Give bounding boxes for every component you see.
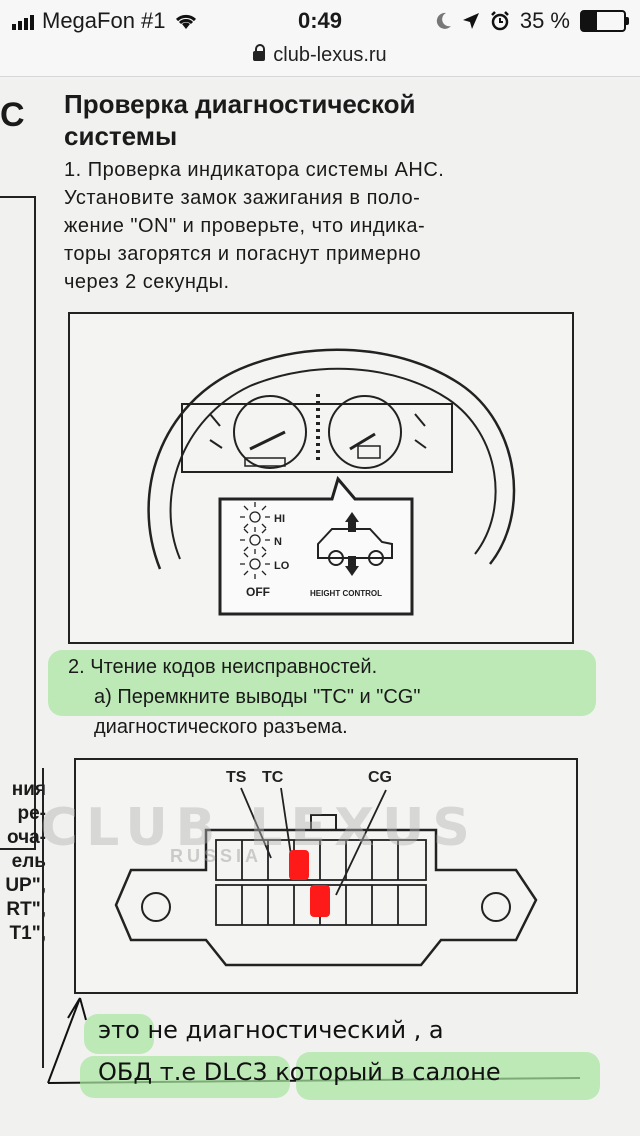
annotation-line: это не диагностический , а xyxy=(98,1016,444,1044)
left-fragment-line: RT", xyxy=(6,899,46,920)
clock: 0:49 xyxy=(297,8,343,33)
height-control-label: HEIGHT CONTROL xyxy=(310,589,382,598)
off-label: OFF xyxy=(246,585,270,599)
left-fragment-line: UP", xyxy=(5,875,46,896)
heading-line: системы xyxy=(64,121,178,151)
step2-line: а) Перемкните выводы "TC" и "CG" xyxy=(94,686,421,708)
carrier-name: MegaFon #1 xyxy=(42,8,166,33)
cg-label: CG xyxy=(368,769,392,786)
left-cropped-box xyxy=(0,196,36,850)
marker-highlight xyxy=(84,1014,154,1054)
dashboard-illustration: HI N LO OFF HEIGHT CONTROL xyxy=(147,348,516,616)
n-label: N xyxy=(274,536,282,548)
signal-icon xyxy=(12,12,34,30)
tc-label: TC xyxy=(262,769,284,786)
left-border-line xyxy=(42,768,44,1068)
annotation-line: ОБД т.е DLC3 который в салоне xyxy=(98,1058,501,1086)
step2-line: 2. Чтение кодов неисправностей. xyxy=(68,656,378,678)
marker-highlight xyxy=(80,1056,290,1098)
paragraph-line: жение "ON" и проверьте, что индика- xyxy=(64,215,426,237)
heading-line: Проверка диагностической xyxy=(64,89,416,119)
connector-figure: TS TC CG xyxy=(74,758,578,994)
dashboard-figure: HI N LO OFF HEIGHT CONTROL xyxy=(68,312,574,644)
ts-label: TS xyxy=(226,769,247,786)
battery-percent: 35 % xyxy=(519,8,570,33)
paragraph-line: через 2 секунды. xyxy=(64,271,230,293)
battery-fill xyxy=(582,12,597,30)
edge-letter: C xyxy=(0,96,25,134)
left-fragment-line: ель xyxy=(11,851,46,872)
wifi-icon xyxy=(175,14,196,29)
step2-text: 2. Чтение кодов неисправностей. а) Перем… xyxy=(68,652,588,742)
url-text: club-lexus.ru xyxy=(273,44,387,66)
section-heading: Проверка диагностической системы xyxy=(64,88,604,152)
marker-highlight xyxy=(48,650,596,716)
watermark-sub: RUSSIA xyxy=(170,846,263,866)
tc-pin-marker xyxy=(289,850,309,880)
location-arrow-icon xyxy=(462,13,479,29)
address-bar[interactable]: club-lexus.ru xyxy=(0,40,640,77)
step1-paragraph: 1. Проверка индикатора системы AHC. Уста… xyxy=(64,156,584,296)
alarm-icon xyxy=(490,11,509,31)
connector-illustration: TS TC CG xyxy=(114,769,538,967)
left-fragment-line: T1", xyxy=(9,923,46,944)
left-cropped-text: ния ре- оча- ель UP", RT", T1", xyxy=(0,778,46,946)
left-fragment-line: ния xyxy=(11,779,46,800)
annotation-arrow xyxy=(47,997,581,1084)
hi-label: HI xyxy=(274,513,285,525)
battery-icon xyxy=(580,10,629,32)
left-fragment-line: ре- xyxy=(17,803,47,824)
marker-highlight xyxy=(296,1052,600,1100)
cg-pin-marker xyxy=(310,885,330,917)
watermark: CLUB LEXUS xyxy=(40,798,478,858)
lock-icon xyxy=(253,44,266,61)
step2-line: диагностического разъема. xyxy=(94,716,348,738)
paragraph-line: Установите замок зажигания в поло- xyxy=(64,187,421,209)
moon-icon xyxy=(436,12,451,29)
lo-label: LO xyxy=(274,560,290,572)
paragraph-line: торы загорятся и погаснут примерно xyxy=(64,243,422,265)
status-bar: MegaFon #1 0:49 35 % xyxy=(0,0,640,40)
document-photo: C ния ре- оча- ель UP", RT", T1", Провер… xyxy=(0,78,640,1136)
paragraph-line: 1. Проверка индикатора системы AHC. xyxy=(64,159,445,181)
status-right: 35 % xyxy=(436,8,629,34)
left-fragment-line: оча- xyxy=(6,827,46,848)
carrier-group: MegaFon #1 xyxy=(12,8,198,34)
